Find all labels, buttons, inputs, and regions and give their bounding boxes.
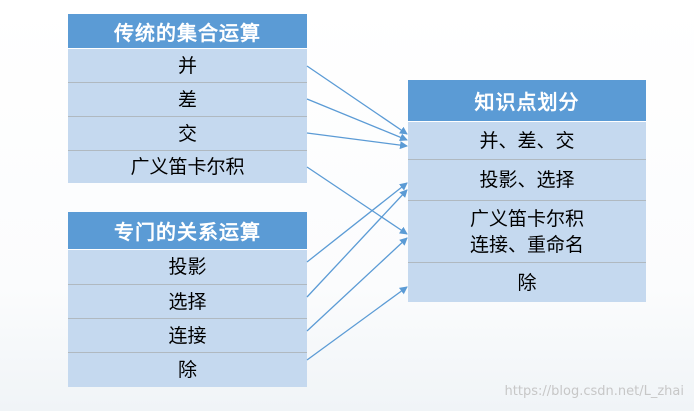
row-label: 并 [177, 54, 197, 77]
traditional-set-operations-table: 传统的集合运算 并 差 交 广义笛卡尔积 [68, 14, 307, 183]
arrow-cartesian-to-group3 [306, 166, 408, 235]
arrow-projection-to-group2 [306, 182, 408, 263]
table-row: 选择 [68, 284, 307, 318]
table-row: 连接 [68, 318, 307, 352]
special-relational-operations-table: 专门的关系运算 投影 选择 连接 除 [68, 212, 307, 387]
row-label: 并、差、交 [479, 129, 575, 152]
arrow-union-to-group1 [306, 65, 408, 135]
row-label: 广义笛卡尔积 连接、重命名 [469, 207, 584, 256]
table-row: 交 [68, 116, 307, 150]
arrow-selection-to-group2 [306, 189, 408, 298]
arrow-join-to-group3 [306, 237, 408, 332]
row-label: 交 [177, 122, 197, 145]
table-row: 投影、选择 [408, 159, 646, 200]
table-row: 广义笛卡尔积 [68, 150, 307, 183]
table-row: 差 [68, 82, 307, 116]
table-header: 专门的关系运算 [68, 212, 307, 249]
row-label: 广义笛卡尔积 [130, 156, 245, 178]
knowledge-points-table: 知识点划分 并、差、交 投影、选择 广义笛卡尔积 连接、重命名 除 [408, 80, 646, 302]
table-header: 知识点划分 [408, 80, 646, 121]
row-label: 除 [517, 271, 537, 294]
row-label: 除 [177, 359, 197, 381]
watermark: https://blog.csdn.net/L_zhai [504, 384, 684, 399]
table-row: 除 [68, 352, 307, 387]
row-label: 选择 [168, 290, 207, 313]
table-row: 广义笛卡尔积 连接、重命名 [408, 200, 646, 262]
row-label: 连接 [168, 324, 207, 347]
row-label: 投影 [168, 256, 207, 278]
table-row: 并、差、交 [408, 121, 646, 159]
arrow-intersection-to-group1 [306, 132, 408, 150]
arrow-division-to-group4 [306, 286, 408, 361]
table-row: 除 [408, 262, 646, 302]
arrow-difference-to-group1 [306, 98, 408, 142]
table-row: 投影 [68, 249, 307, 284]
row-label: 投影、选择 [479, 169, 575, 191]
row-label: 差 [177, 88, 197, 111]
table-row: 并 [68, 48, 307, 82]
table-header: 传统的集合运算 [68, 14, 307, 48]
